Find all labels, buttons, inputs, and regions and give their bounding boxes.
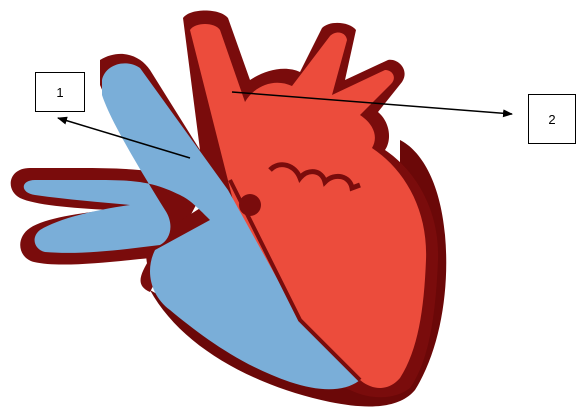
label-text-1: 1: [56, 85, 63, 100]
label-box-2: 2: [528, 94, 576, 144]
label-text-2: 2: [548, 112, 555, 127]
label-box-1: 1: [35, 72, 85, 112]
